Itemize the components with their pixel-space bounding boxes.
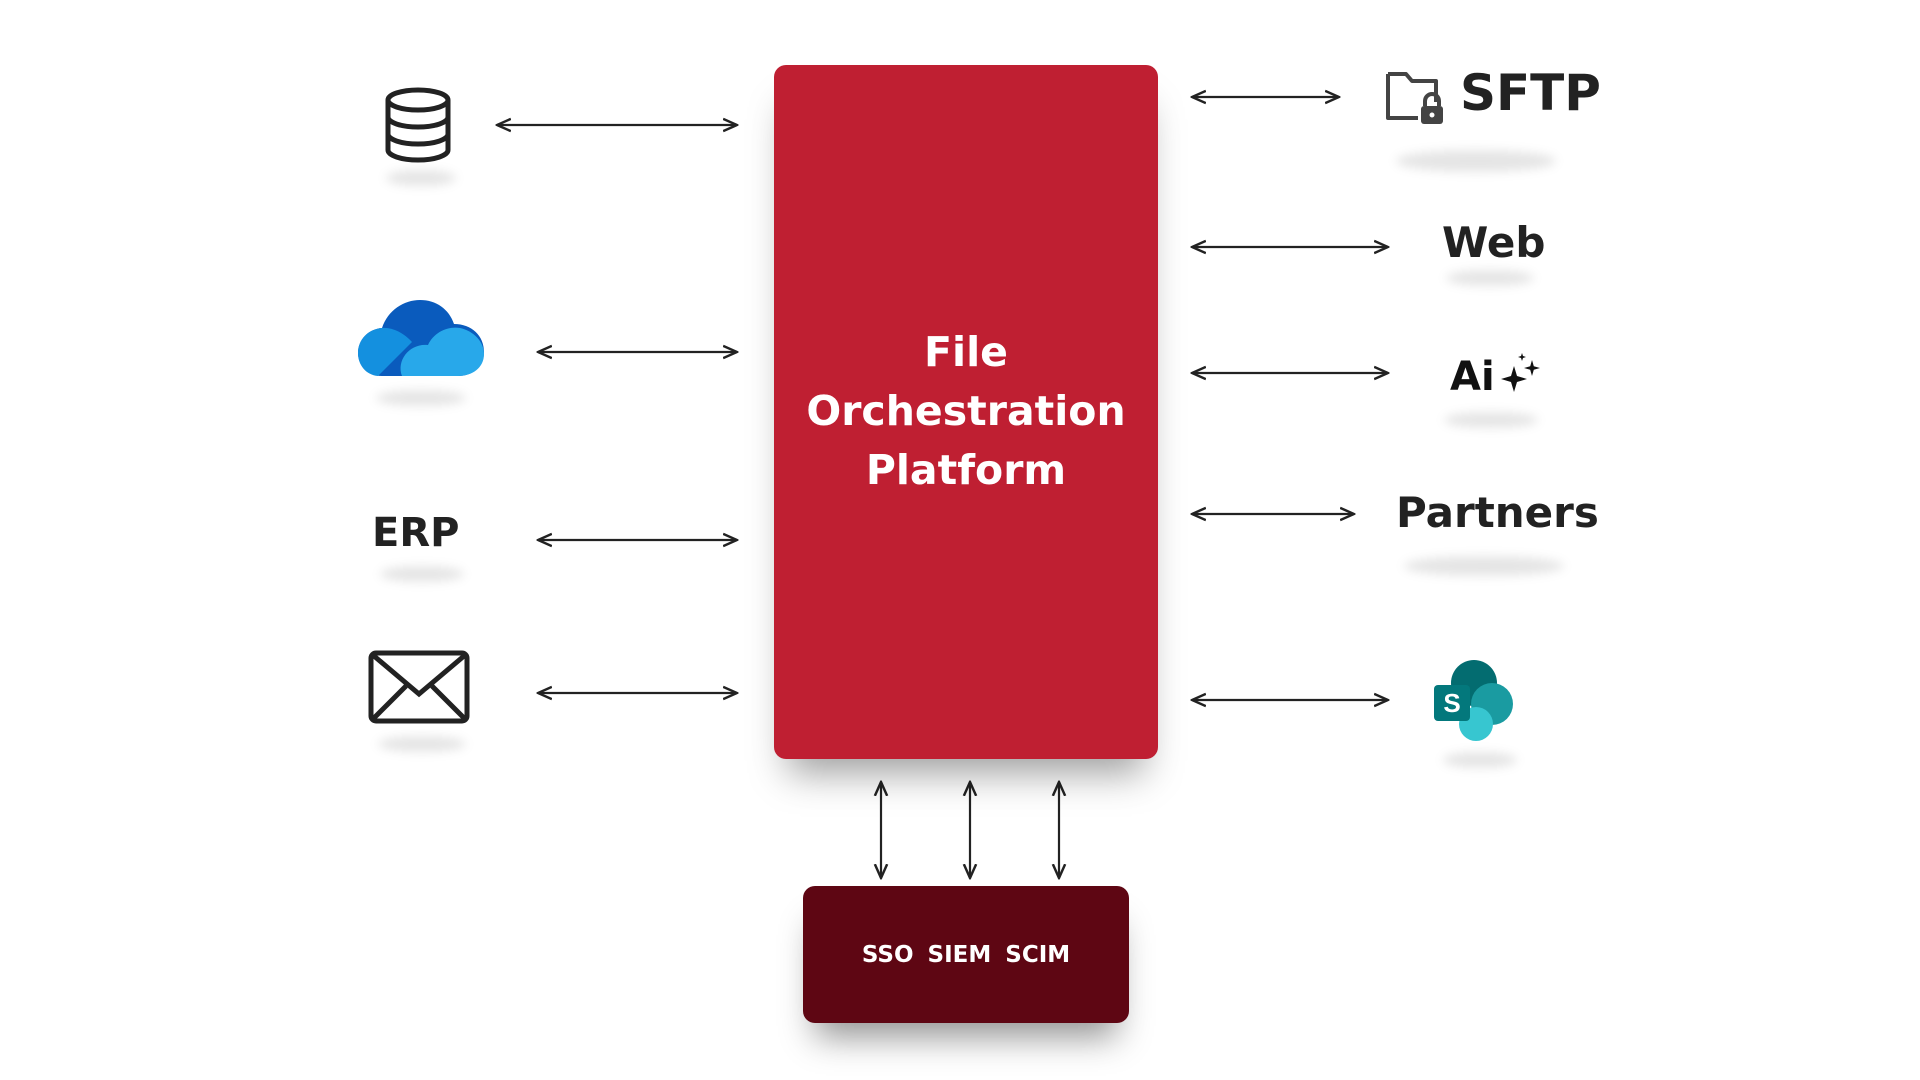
- database-shadow: [386, 170, 456, 186]
- erp-label: ERP: [372, 510, 460, 556]
- svg-text:S: S: [1443, 688, 1460, 718]
- sharepoint-shadow: [1443, 752, 1517, 768]
- ai-shadow: [1444, 412, 1538, 428]
- ai-label: Ai: [1450, 354, 1495, 400]
- partners-label: Partners: [1396, 488, 1599, 537]
- sparkles-icon: [1501, 353, 1540, 392]
- onedrive-cloud-icon: [358, 300, 484, 376]
- security-item-siem: SIEM: [927, 941, 992, 968]
- web-shadow: [1446, 270, 1534, 286]
- onedrive-shadow: [376, 390, 466, 406]
- email-shadow: [378, 736, 466, 752]
- security-item-sso: SSO: [861, 941, 914, 968]
- security-item-scim: SCIM: [1005, 941, 1071, 968]
- partners-shadow: [1404, 556, 1564, 576]
- file-orchestration-platform-box: File Orchestration Platform: [774, 65, 1158, 759]
- envelope-icon: [368, 650, 470, 724]
- sharepoint-icon: S: [1434, 660, 1513, 741]
- sftp-shadow: [1396, 150, 1556, 172]
- sftp-label: SFTP: [1460, 64, 1601, 122]
- platform-title: File Orchestration Platform: [806, 328, 1126, 494]
- database-icon: [385, 87, 451, 163]
- security-integrations-box: SSO SIEM SCIM: [803, 886, 1129, 1023]
- secure-folder-icon: [1386, 72, 1443, 124]
- web-label: Web: [1442, 218, 1546, 267]
- erp-shadow: [380, 566, 464, 582]
